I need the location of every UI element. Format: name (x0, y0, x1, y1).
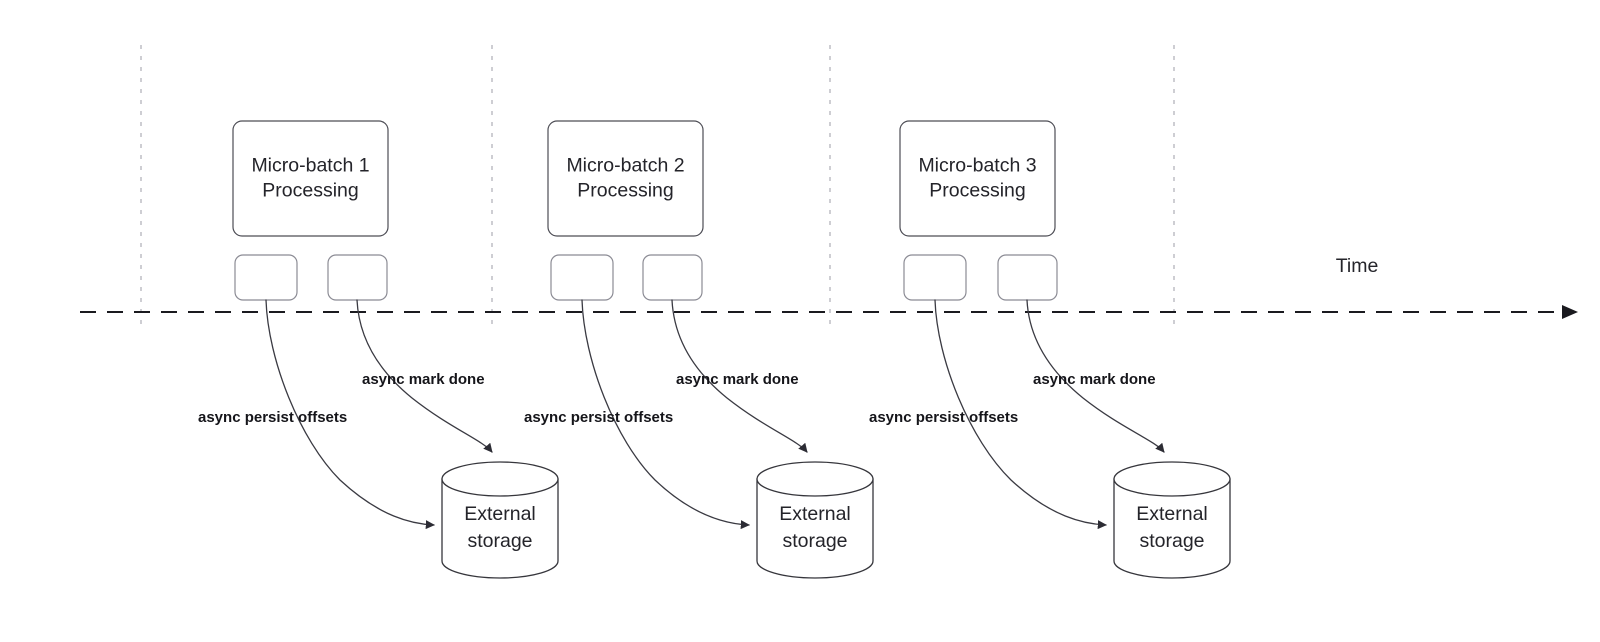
task-markdone-1[interactable] (327, 254, 388, 301)
external-storage-body-3[interactable] (1113, 478, 1231, 579)
micro-batch-label-line2-3: Processing (929, 180, 1025, 202)
group-3: Micro-batch 3 Processing async persist off… (869, 120, 1231, 579)
task-persist-3[interactable] (903, 254, 967, 301)
external-storage-label-line1-2: External (779, 503, 851, 525)
micro-batch-label-line2-2: Processing (577, 180, 673, 202)
time-axis-arrowhead (1562, 305, 1578, 319)
micro-batch-node-2[interactable]: Micro-batch 2 Processing (547, 120, 704, 237)
external-storage-cap-1 (441, 461, 559, 497)
micro-batch-node-1[interactable]: Micro-batch 1 Processing (232, 120, 389, 237)
external-storage-cap-3 (1113, 461, 1231, 497)
micro-batch-box-3[interactable] (899, 120, 1056, 237)
edge-markdone-2-path (671, 299, 808, 453)
edge-markdone-1-path (356, 299, 493, 453)
micro-batch-groups: Micro-batch 1 Processing async persist off… (198, 120, 1231, 579)
task-persist-2[interactable] (550, 254, 614, 301)
edge-persist-1-path (265, 299, 435, 530)
timeline-tick-group (140, 45, 1175, 326)
task-markdone-3[interactable] (997, 254, 1058, 301)
micro-batch-label-line1-1: Micro-batch 1 (251, 155, 369, 177)
external-storage-body-1[interactable] (441, 478, 559, 579)
micro-batch-label-line2-1: Processing (262, 180, 358, 202)
edge-persist-1-label: async persist offsets (198, 409, 347, 426)
external-storage-body-2[interactable] (756, 478, 874, 579)
external-storage-label-line1-1: External (464, 503, 536, 525)
external-storage-label-line2-2: storage (782, 530, 847, 552)
micro-batch-box-1[interactable] (232, 120, 389, 237)
external-storage-node-3[interactable]: External storage (1113, 461, 1231, 579)
edge-markdone-2-label: async mark done (676, 371, 799, 388)
external-storage-label-line2-3: storage (1139, 530, 1204, 552)
external-storage-node-1[interactable]: External storage (441, 461, 559, 579)
external-storage-label-line1-3: External (1136, 503, 1208, 525)
edge-markdone-1-label: async mark done (362, 371, 485, 388)
timeline-axis-group: Time (80, 255, 1578, 319)
edge-markdone-3-label: async mark done (1033, 371, 1156, 388)
edge-persist-3-label: async persist offsets (869, 409, 1018, 426)
edge-markdone-3-path (1026, 299, 1165, 453)
edge-persist-3-path (934, 299, 1107, 530)
task-markdone-2[interactable] (642, 254, 703, 301)
micro-batch-node-3[interactable]: Micro-batch 3 Processing (899, 120, 1056, 237)
edge-persist-2-path (581, 299, 750, 530)
micro-batch-label-line1-3: Micro-batch 3 (918, 155, 1036, 177)
micro-batch-label-line1-2: Micro-batch 2 (566, 155, 684, 177)
group-2: Micro-batch 2 Processing async persist off… (524, 120, 874, 579)
group-1: Micro-batch 1 Processing async persist off… (198, 120, 559, 579)
external-storage-label-line2-1: storage (467, 530, 532, 552)
edge-persist-2-label: async persist offsets (524, 409, 673, 426)
time-axis-label: Time (1336, 255, 1379, 277)
micro-batch-box-2[interactable] (547, 120, 704, 237)
task-persist-1[interactable] (234, 254, 298, 301)
external-storage-cap-2 (756, 461, 874, 497)
external-storage-node-2[interactable]: External storage (756, 461, 874, 579)
